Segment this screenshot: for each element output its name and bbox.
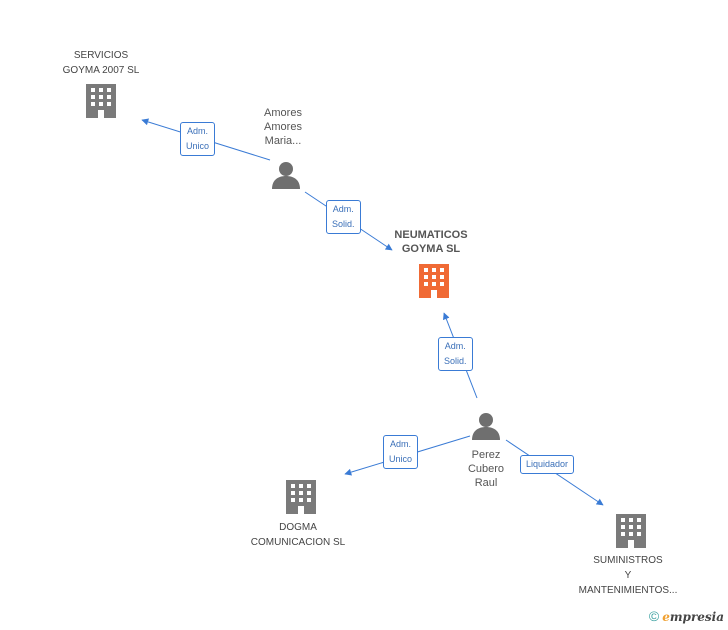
node-label-neumaticos[interactable]: NEUMATICOS GOYMA SL	[394, 229, 468, 255]
node-label-servicios[interactable]: SERVICIOS GOYMA 2007 SL	[62, 50, 140, 76]
person-icon[interactable]	[272, 162, 300, 189]
node-label-suministros[interactable]: SUMINISTROS Y MANTENIMIENTOS...	[578, 555, 678, 596]
empresia-logo: empresia	[662, 610, 724, 624]
edge-label-liquidador[interactable]: Liquidador	[520, 455, 575, 474]
person-icon[interactable]	[472, 413, 500, 440]
node-label-amores[interactable]: Amores Amores Maria...	[264, 107, 302, 147]
edge-label-adm-solid[interactable]: Adm. Solid.	[326, 200, 361, 234]
building-icon[interactable]	[419, 264, 449, 298]
edge-label-adm-unico[interactable]: Adm. Unico	[383, 435, 419, 469]
node-label-dogma[interactable]: DOGMA COMUNICACION SL	[250, 522, 346, 548]
building-icon[interactable]	[616, 514, 646, 548]
edge-label-adm-unico[interactable]: Adm. Unico	[180, 122, 216, 156]
edge-label-adm-solid[interactable]: Adm. Solid.	[438, 337, 473, 371]
empresia-copyright[interactable]: ©empresia	[649, 608, 724, 624]
node-label-perez[interactable]: Perez Cubero Raul	[467, 449, 505, 489]
copyright-icon: ©	[648, 608, 660, 624]
building-icon[interactable]	[286, 480, 316, 514]
building-icon[interactable]	[86, 84, 116, 118]
